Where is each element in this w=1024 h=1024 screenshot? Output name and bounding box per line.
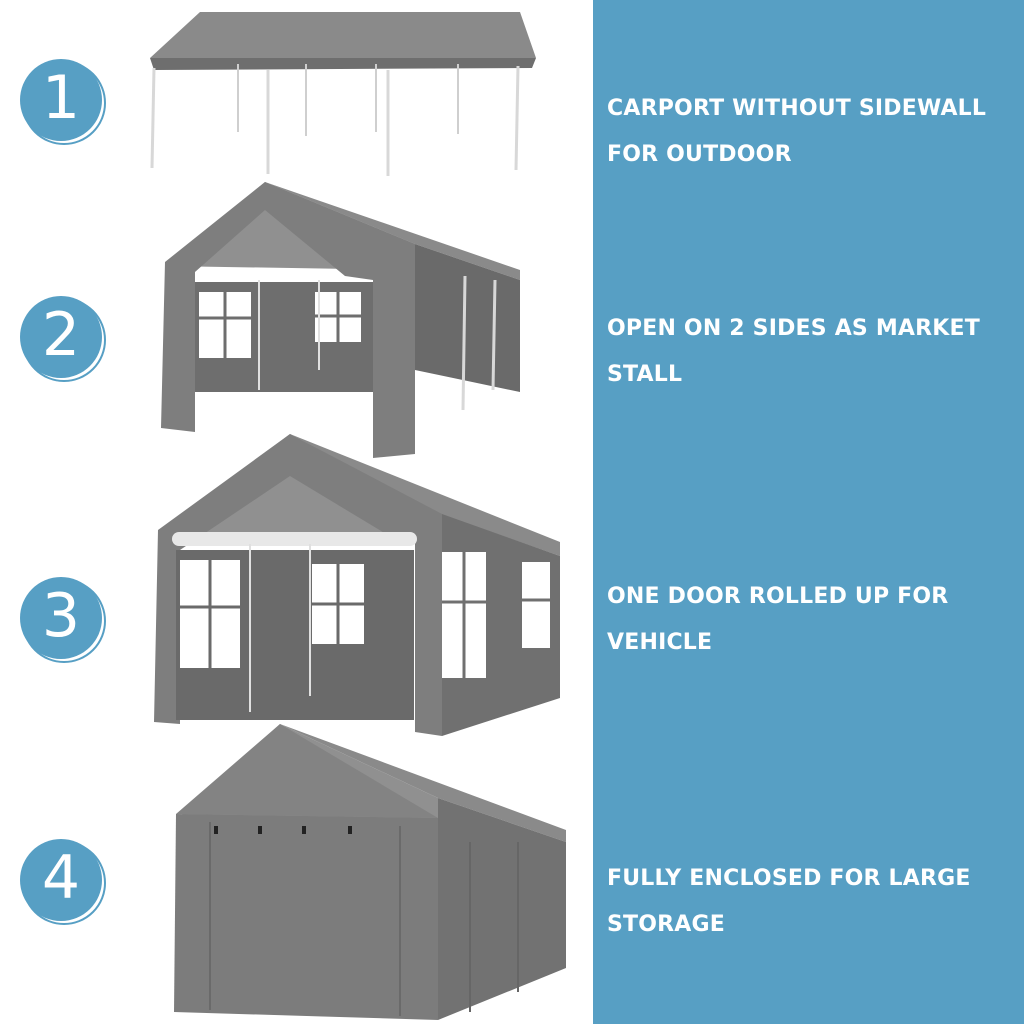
step-2-badge: 2 (18, 292, 110, 384)
step-1-caption-line-2: FOR OUTDOOR (607, 142, 792, 167)
door-rolled-up-image (154, 434, 560, 736)
market-stall-image (161, 182, 520, 458)
step-2-caption: OPEN ON 2 SIDES AS MARKET STALL (607, 306, 1017, 398)
step-3-badge: 3 (18, 573, 110, 665)
step-1-caption: CARPORT WITHOUT SIDEWALL FOR OUTDOOR (607, 86, 1017, 178)
carport-without-sidewall-image (150, 12, 536, 176)
step-3-caption-line-1: ONE DOOR ROLLED UP FOR (607, 584, 949, 609)
step-3-caption: ONE DOOR ROLLED UP FOR VEHICLE (607, 574, 1017, 666)
circle-badge-icon (20, 296, 106, 382)
step-4-caption: FULLY ENCLOSED FOR LARGE STORAGE (607, 856, 1017, 948)
step-1-number: 1 (41, 63, 81, 133)
step-2-number: 2 (41, 300, 81, 370)
images-panel: 1 2 (18, 12, 566, 1020)
step-1-badge: 1 (18, 55, 110, 147)
circle-badge-icon (20, 839, 106, 925)
circle-badge-icon (20, 59, 106, 145)
step-3-number: 3 (41, 581, 81, 651)
step-4-badge: 4 (18, 835, 110, 927)
circle-badge-icon (20, 577, 106, 663)
captions-panel: CARPORT WITHOUT SIDEWALL FOR OUTDOOR OPE… (593, 0, 1024, 1024)
step-4-number: 4 (41, 843, 81, 913)
step-3-caption-line-2: VEHICLE (607, 630, 713, 655)
step-4-caption-line-2: STORAGE (607, 912, 726, 937)
fully-enclosed-image (174, 724, 566, 1020)
step-1-caption-line-1: CARPORT WITHOUT SIDEWALL (607, 96, 987, 121)
step-4-caption-line-1: FULLY ENCLOSED FOR LARGE (607, 866, 971, 891)
step-2-caption-line-2: STALL (607, 362, 683, 387)
step-2-caption-line-1: OPEN ON 2 SIDES AS MARKET (607, 316, 980, 341)
